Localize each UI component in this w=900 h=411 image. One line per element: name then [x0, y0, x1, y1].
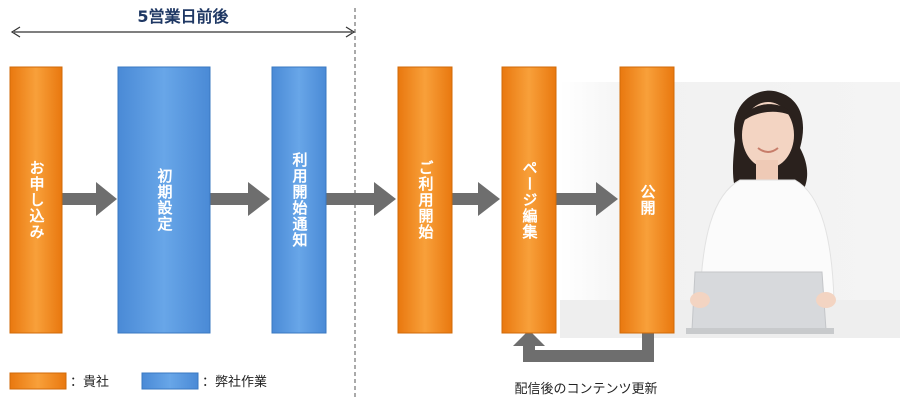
step-label-4: ご利用開始	[417, 159, 435, 240]
step-box-6	[619, 66, 675, 334]
arrow-step4-to-step5	[452, 182, 500, 216]
step-box-4	[397, 66, 453, 334]
arrow-step3-to-step4	[326, 182, 396, 216]
step-box-3	[271, 66, 327, 334]
step-label-3: 利用開始通知	[291, 151, 309, 248]
legend-label-client: ：貴社	[70, 374, 109, 390]
step-label-1: お申し込み	[28, 160, 46, 240]
step-box-5	[501, 66, 557, 334]
step-label-2: 初期設定	[156, 167, 174, 232]
arrow-step1-to-step2	[62, 182, 117, 216]
arrow-step5-to-step6	[556, 182, 618, 216]
step-label-5: ページ編集	[521, 160, 539, 240]
legend-swatch-company	[141, 372, 199, 390]
loop-label: 配信後のコンテンツ更新	[514, 381, 657, 397]
duration-span: 5営業日前後	[10, 7, 356, 38]
flow-arrows	[62, 182, 618, 216]
step-box-1	[9, 66, 63, 334]
update-loop-arrow	[513, 330, 654, 362]
legend-swatch-client	[9, 372, 67, 390]
duration-label: 5営業日前後	[137, 7, 229, 26]
arrow-step2-to-step3	[210, 182, 270, 216]
woman-with-laptop-photo	[560, 82, 900, 338]
legend-label-company: ：弊社作業	[202, 374, 267, 390]
step-label-6: 公開	[639, 184, 657, 216]
step-box-2	[117, 66, 211, 334]
legend: ：貴社 ：弊社作業	[9, 372, 267, 390]
